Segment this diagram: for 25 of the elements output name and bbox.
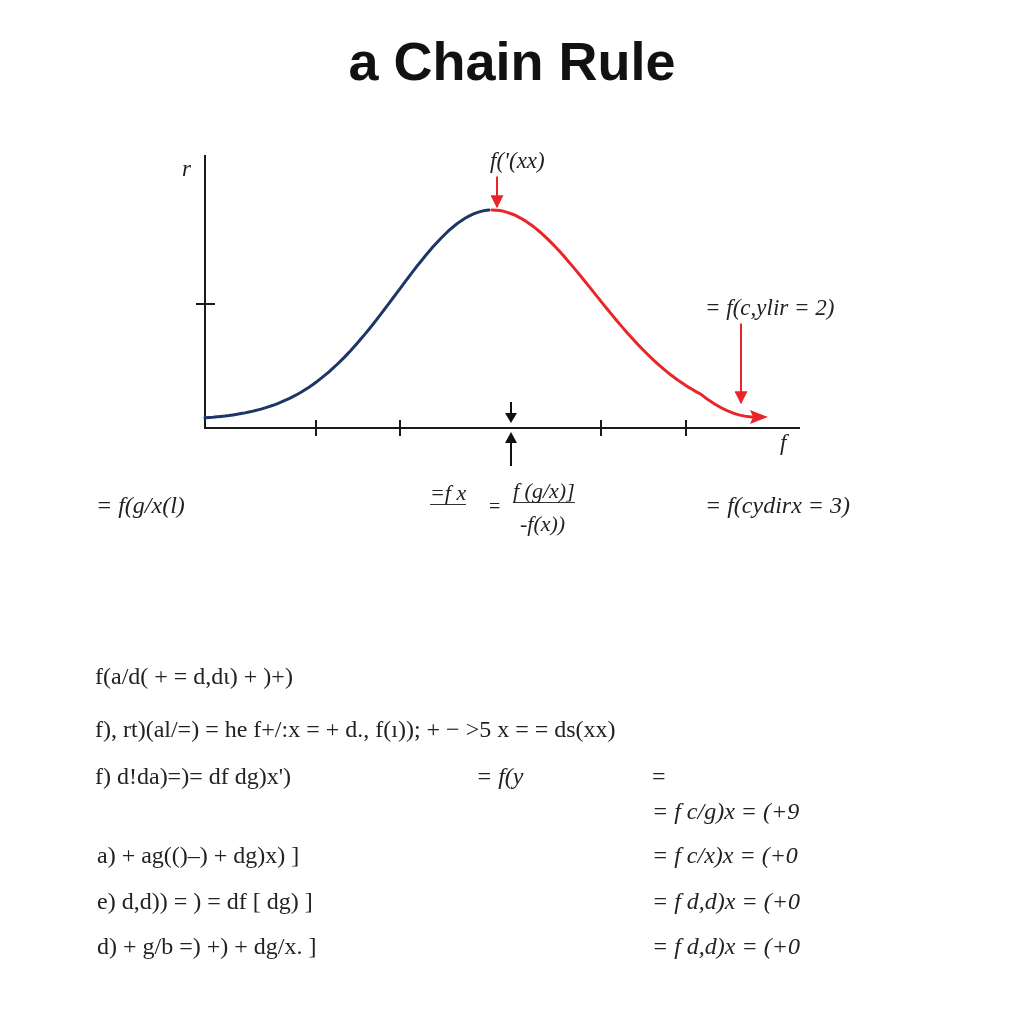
annotation-label: = f(c,ylir = 2) (705, 295, 835, 322)
axis-label: f (780, 430, 787, 457)
equation: = f c/g)x = (+9 (652, 798, 800, 826)
equation: = f d,d)x = (+0 (652, 888, 800, 916)
equation: a) + ag(()–) + dg)x) ] (97, 842, 300, 870)
equation: =f x (430, 481, 467, 506)
equation: f (g/x)] (513, 479, 575, 504)
equation: = f c/x)x = (+0 (652, 842, 798, 870)
equation: e) d,d)) = ) = df [ dg) ] (97, 888, 313, 916)
equation: f), rt)(al/=) = he f+/:x = + d., f(ı)); + − >5 x = = ds(xx) (95, 716, 616, 744)
equation: f) d!da)=)= df dg)x') (95, 763, 291, 791)
equals-sign: = (652, 763, 666, 791)
equation: f(a/d( + = d,dι) + )+) (95, 663, 293, 691)
axis-label: r (182, 156, 191, 183)
equals-sign: = (489, 495, 501, 518)
equation: -f(x)) (520, 511, 566, 537)
equation: d) + g/b =) +) + dg/x. ] (97, 933, 317, 961)
leader-arrow (490, 175, 504, 209)
equation: = f d,d)x = (+0 (652, 933, 800, 961)
equation: = f(cydirx = 3) (705, 492, 850, 520)
leader-arrow (734, 322, 748, 405)
equation: = f(g/x(l) (96, 492, 185, 520)
annotation-label: f('(xx) (490, 148, 545, 175)
title: a Chain Rule (347, 30, 677, 92)
equation: = f(y (476, 763, 524, 791)
